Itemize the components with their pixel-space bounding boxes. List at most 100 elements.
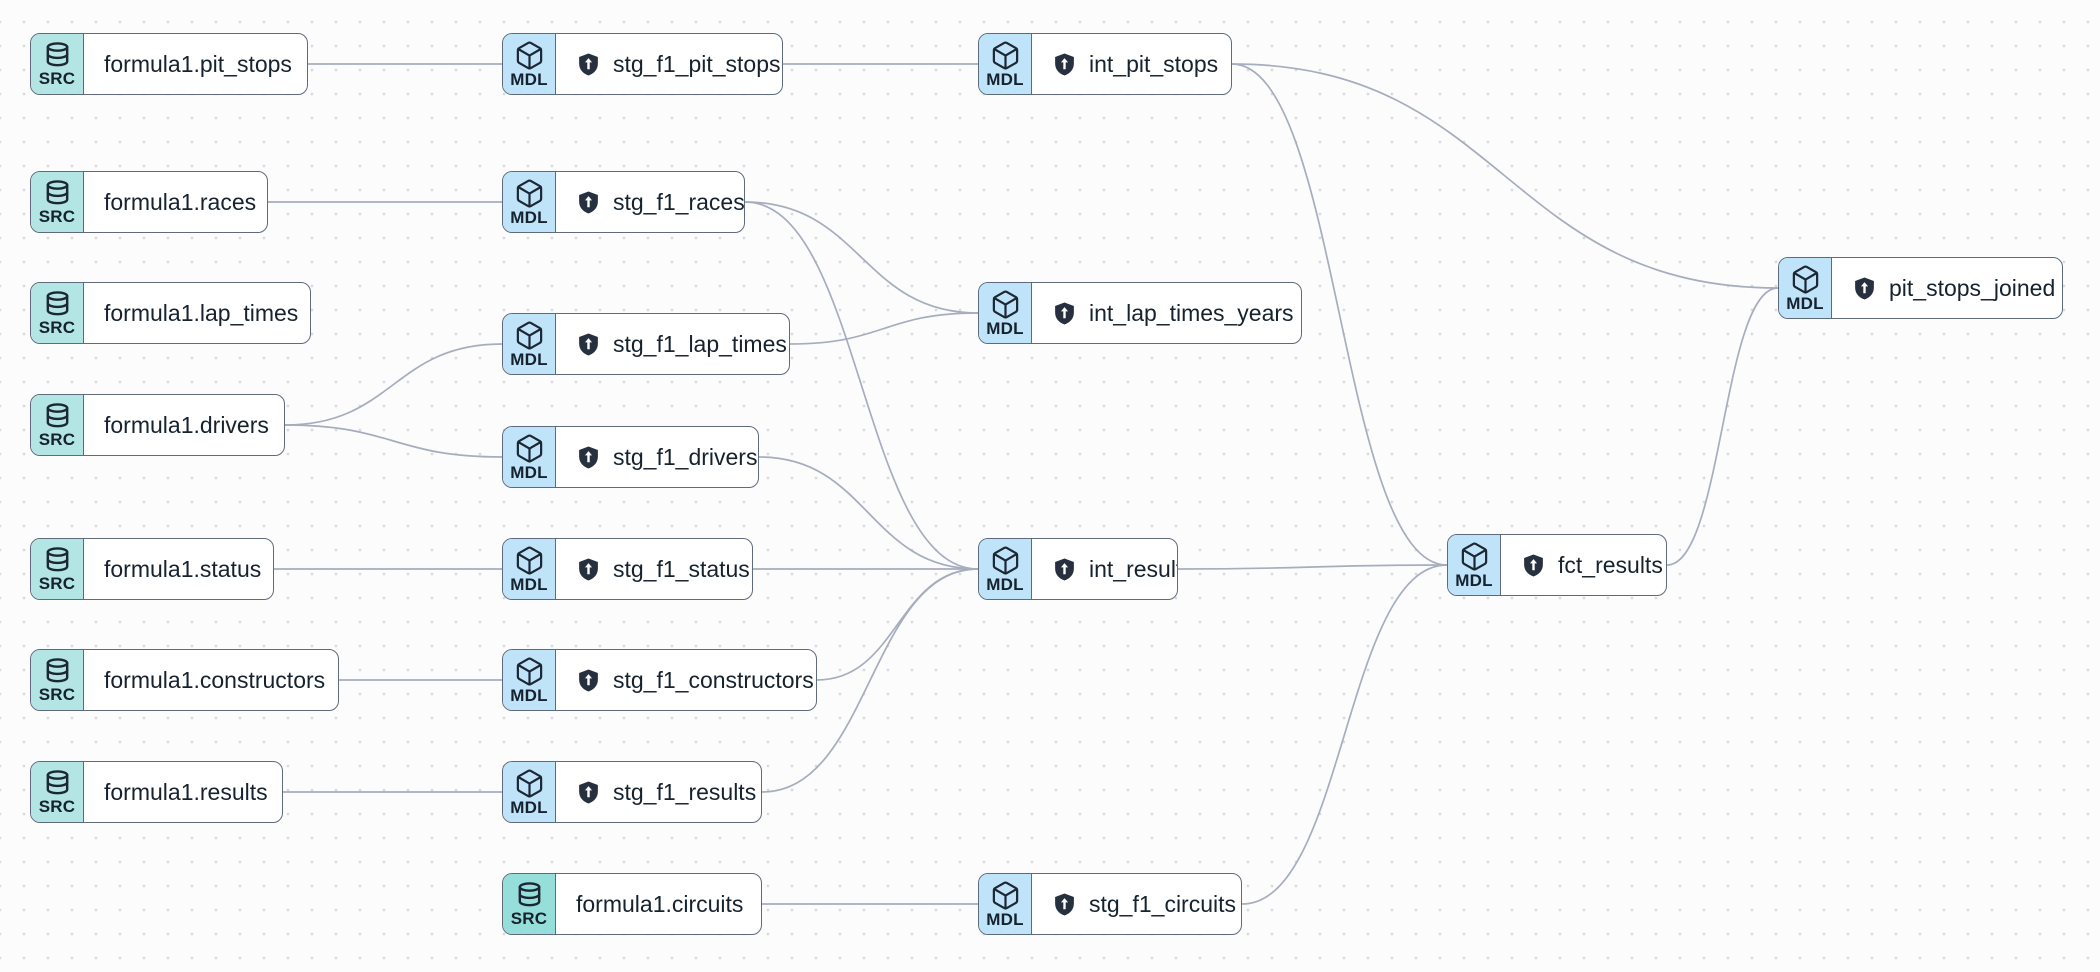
shield-lock-icon [1052,301,1077,326]
edge-stg_f1_circuits-to-fct_results [1241,564,1448,905]
node-label: stg_f1_constructors [613,666,814,693]
mdl-badge: MDL [503,539,556,599]
badge-label: MDL [510,350,548,370]
src-badge: SRC [31,283,84,343]
edge-src_drivers-to-stg_f1_lap_times [284,343,503,426]
cube-icon [1790,264,1821,295]
node-body: formula1.circuits [556,874,761,934]
node-body: stg_f1_results [556,762,761,822]
node-stg_f1_lap_times[interactable]: MDL stg_f1_lap_times [502,313,790,375]
shield-lock-icon [576,332,601,357]
node-body: formula1.status [84,539,273,599]
node-label: pit_stops_joined [1889,274,2056,301]
edge-stg_f1_drivers-to-int_results [758,456,979,570]
src-badge: SRC [503,874,556,934]
edge-fct_results-to-pit_stops_joined [1666,287,1779,566]
node-body: formula1.lap_times [84,283,310,343]
edge-stg_f1_races-to-int_lap_times_years [744,201,979,314]
node-label: int_results [1089,555,1177,582]
mdl-badge: MDL [979,283,1032,343]
shield-lock-icon [1052,52,1077,77]
cube-icon [514,320,545,351]
node-pit_stops_joined[interactable]: MDL pit_stops_joined [1778,257,2063,319]
node-body: int_results [1032,539,1177,599]
node-label: formula1.results [104,778,268,805]
cube-icon [514,545,545,576]
badge-label: MDL [986,70,1024,90]
node-stg_f1_constructors[interactable]: MDL stg_f1_constructors [502,649,817,711]
node-body: stg_f1_circuits [1032,874,1241,934]
database-icon [43,657,72,686]
badge-label: MDL [510,686,548,706]
mdl-badge: MDL [1448,535,1501,595]
shield-lock-icon [1052,892,1077,917]
badge-label: MDL [986,319,1024,339]
node-label: stg_f1_races [613,188,745,215]
node-fct_results[interactable]: MDL fct_results [1447,534,1667,596]
badge-label: MDL [510,575,548,595]
badge-label: MDL [510,463,548,483]
node-src_pit_stops[interactable]: SRC formula1.pit_stops [30,33,308,95]
cube-icon [514,433,545,464]
node-label: formula1.drivers [104,411,269,438]
badge-label: MDL [986,910,1024,930]
mdl-badge: MDL [1779,258,1832,318]
node-body: stg_f1_status [556,539,752,599]
edge-src_drivers-to-stg_f1_drivers [284,424,503,458]
node-body: formula1.constructors [84,650,338,710]
badge-label: SRC [38,685,76,705]
node-body: pit_stops_joined [1832,258,2062,318]
node-label: formula1.circuits [576,890,744,917]
badge-label: SRC [38,69,76,89]
node-body: formula1.races [84,172,267,232]
node-label: stg_f1_results [613,778,757,805]
node-src_constructors[interactable]: SRC formula1.constructors [30,649,339,711]
mdl-badge: MDL [503,314,556,374]
node-label: stg_f1_circuits [1089,890,1237,917]
badge-label: MDL [1455,571,1493,591]
node-label: stg_f1_drivers [613,443,758,470]
node-stg_f1_results[interactable]: MDL stg_f1_results [502,761,762,823]
database-icon [43,769,72,798]
cube-icon [990,880,1021,911]
node-stg_f1_races[interactable]: MDL stg_f1_races [502,171,745,233]
node-src_circuits[interactable]: SRC formula1.circuits [502,873,762,935]
node-label: stg_f1_lap_times [613,330,787,357]
shield-lock-icon [576,557,601,582]
database-icon [515,881,544,910]
node-body: int_lap_times_years [1032,283,1301,343]
shield-lock-icon [576,668,601,693]
node-stg_f1_status[interactable]: MDL stg_f1_status [502,538,753,600]
node-src_drivers[interactable]: SRC formula1.drivers [30,394,285,456]
edge-stg_f1_races-to-int_results [744,201,979,570]
node-int_results[interactable]: MDL int_results [978,538,1178,600]
node-src_status[interactable]: SRC formula1.status [30,538,274,600]
node-body: stg_f1_lap_times [556,314,789,374]
node-label: formula1.status [104,555,262,582]
cube-icon [990,289,1021,320]
node-body: stg_f1_constructors [556,650,816,710]
cube-icon [514,178,545,209]
mdl-badge: MDL [503,172,556,232]
database-icon [43,179,72,208]
node-label: formula1.pit_stops [104,50,292,77]
mdl-badge: MDL [503,762,556,822]
mdl-badge: MDL [503,650,556,710]
cube-icon [514,40,545,71]
node-stg_f1_circuits[interactable]: MDL stg_f1_circuits [978,873,1242,935]
node-stg_f1_drivers[interactable]: MDL stg_f1_drivers [502,426,759,488]
badge-label: SRC [38,430,76,450]
node-body: fct_results [1501,535,1666,595]
node-body: stg_f1_races [556,172,745,232]
badge-label: SRC [38,574,76,594]
cube-icon [990,545,1021,576]
node-int_lap_times_years[interactable]: MDL int_lap_times_years [978,282,1302,344]
database-icon [43,546,72,575]
mdl-badge: MDL [979,539,1032,599]
